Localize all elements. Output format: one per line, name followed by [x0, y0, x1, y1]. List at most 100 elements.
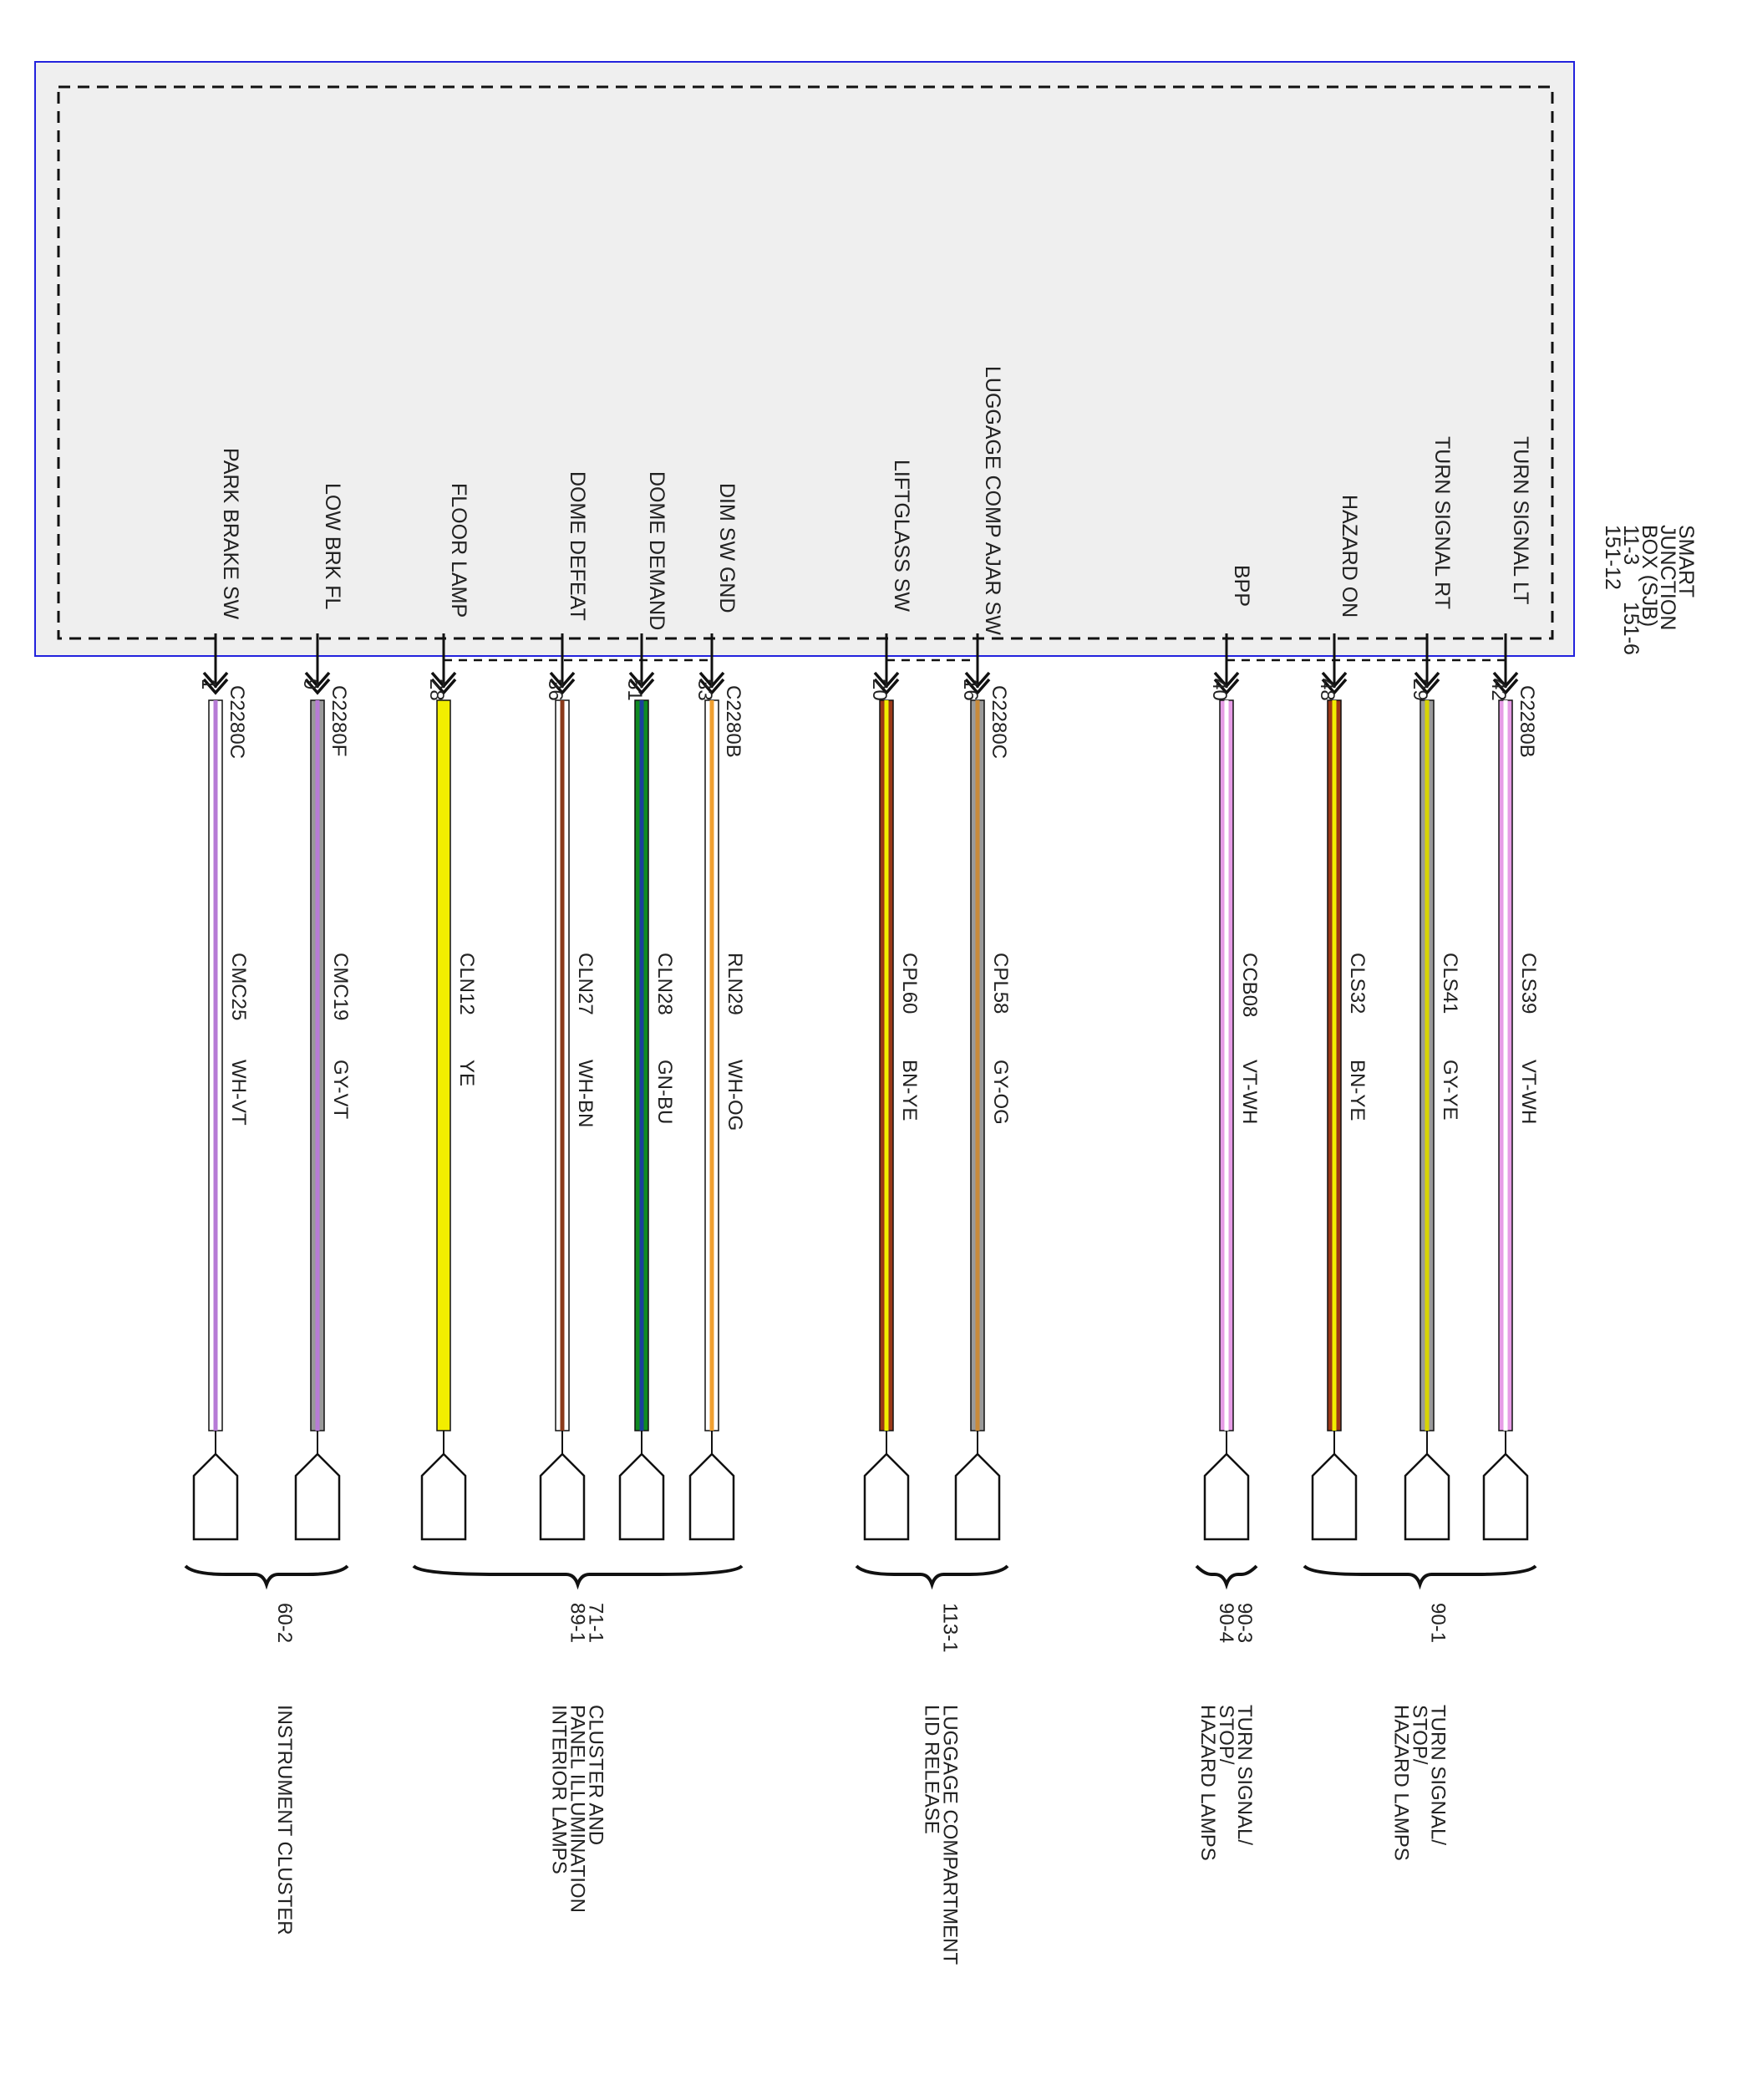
wire-tracer-stripe	[560, 700, 565, 1431]
pin-number: 40	[1208, 679, 1231, 701]
wire-color-code: YE	[455, 1060, 478, 1086]
function-label: TURN SIGNAL LT	[1509, 436, 1532, 604]
circuit-id: CLN28	[653, 953, 676, 1015]
destination-label: LUGGAGE COMPARTMENT	[939, 1705, 962, 1965]
pin-arrow-icon	[1492, 671, 1519, 695]
connector-icon	[420, 1452, 467, 1541]
function-label: DIM SW GND	[715, 483, 739, 613]
wire-color-code: GN-BU	[653, 1060, 676, 1124]
destination-brace	[855, 1564, 1009, 1590]
pin-number: 9	[299, 679, 322, 689]
pin-arrow-icon	[202, 671, 229, 695]
function-label: HAZARD ON	[1338, 495, 1361, 618]
pin-number: 36	[544, 679, 566, 701]
circuit-id: CPL58	[989, 953, 1012, 1014]
destination-page-ref: 90-3	[1233, 1603, 1256, 1643]
destination-label: PANEL ILLUMINATION	[566, 1705, 589, 1913]
connector-icon	[863, 1452, 910, 1541]
pin-number: 16	[959, 679, 982, 701]
destination-label: TURN SIGNAL/	[1427, 1705, 1450, 1845]
destination-label: TURN SIGNAL/	[1233, 1705, 1256, 1845]
destination-label: HAZARD LAMPS	[1196, 1705, 1219, 1861]
destination-label: STOP/	[1215, 1705, 1237, 1765]
pin-arrow-icon	[628, 671, 655, 695]
connector-id: C2280B	[1516, 685, 1538, 758]
connector-icon	[539, 1452, 586, 1541]
connector-icon	[192, 1452, 239, 1541]
wire-color-code: WH-OG	[724, 1060, 746, 1131]
function-label: PARK BRAKE SW	[219, 448, 242, 620]
pin-number: 48	[1316, 679, 1338, 701]
wire-cln12	[436, 699, 451, 1431]
connector-icon	[954, 1452, 1001, 1541]
wire-color-code: WH-VT	[227, 1060, 250, 1126]
pin-arrow-icon	[549, 671, 576, 695]
connector-icon	[294, 1452, 341, 1541]
pin-number: 29	[1409, 679, 1431, 701]
circuit-id: CMC19	[329, 953, 352, 1020]
module-page-ref-2: 151-12	[1601, 525, 1624, 590]
connector-icon	[1404, 1452, 1450, 1541]
pin-number: 1	[197, 679, 220, 689]
pin-arrow-icon	[1414, 671, 1440, 695]
circuit-id: CLS41	[1439, 953, 1461, 1014]
destination-label: CLUSTER AND	[585, 1705, 607, 1845]
pin-arrow-icon	[1213, 671, 1240, 695]
wire-tracer-stripe	[709, 700, 714, 1431]
destination-page-ref: 89-1	[566, 1603, 589, 1643]
module-name-line-3: BOX (SJB)	[1638, 525, 1661, 627]
connector-icon	[688, 1452, 735, 1541]
wire-tracer-stripe	[213, 700, 218, 1431]
pin-number: 51	[623, 679, 646, 701]
pin-arrow-icon	[304, 671, 331, 695]
destination-page-ref: 60-2	[273, 1603, 296, 1643]
wire-tracer-stripe	[315, 700, 320, 1431]
connector-id: C2280C	[988, 685, 1010, 759]
wire-tracer-stripe	[639, 700, 644, 1431]
connector-icon	[1311, 1452, 1358, 1541]
function-label: LIFTGLASS SW	[890, 460, 913, 612]
destination-brace	[184, 1564, 349, 1590]
function-label: LUGGAGE COMP AJAR SW	[981, 366, 1004, 635]
circuit-id: CPL60	[898, 953, 921, 1014]
destination-brace	[1303, 1564, 1537, 1590]
destination-brace	[412, 1564, 744, 1590]
wire-color-code: WH-BN	[574, 1060, 597, 1127]
circuit-id: CLS32	[1346, 953, 1369, 1014]
module-page-ref-1: 11-3	[1619, 525, 1643, 565]
wire-tracer-stripe	[1224, 700, 1229, 1431]
function-label: DOME DEFEAT	[566, 471, 589, 621]
wire-color-code: BN-YE	[898, 1060, 921, 1121]
destination-page-ref: 90-1	[1427, 1603, 1450, 1643]
circuit-id: CCB08	[1238, 953, 1261, 1017]
module-page-ref-3: 151-6	[1619, 602, 1643, 655]
wire-color-code: VT-WH	[1238, 1060, 1261, 1124]
wire-color-code: GY-VT	[329, 1060, 352, 1119]
wire-tracer-stripe	[1332, 700, 1337, 1431]
module-dashed-outline	[57, 85, 1554, 640]
circuit-id: CLN12	[455, 953, 478, 1015]
destination-label: LID RELEASE	[921, 1705, 943, 1834]
wire-color-code: VT-WH	[1517, 1060, 1540, 1124]
connector-icon	[618, 1452, 665, 1541]
pin-number: 33	[693, 679, 716, 701]
connector-icon	[1203, 1452, 1250, 1541]
function-label: BPP	[1230, 565, 1253, 607]
destination-page-ref: 90-4	[1215, 1603, 1237, 1643]
wire-color-code: BN-YE	[1346, 1060, 1369, 1121]
circuit-id: CMC25	[227, 953, 250, 1020]
circuit-id: CLN27	[574, 953, 597, 1015]
pin-arrow-icon	[430, 671, 457, 695]
pin-arrow-icon	[873, 671, 900, 695]
pin-number: 28	[425, 679, 448, 701]
connector-id: C2280C	[226, 685, 248, 759]
destination-page-ref: 71-1	[585, 1603, 607, 1643]
circuit-id: RLN29	[724, 953, 746, 1015]
pin-number: 42	[1487, 679, 1510, 701]
wire-color-code: GY-OG	[989, 1060, 1012, 1125]
wire-tracer-stripe	[1503, 700, 1508, 1431]
destination-label: INSTRUMENT CLUSTER	[273, 1705, 296, 1935]
pin-number: 20	[868, 679, 891, 701]
wire-tracer-stripe	[975, 700, 980, 1431]
